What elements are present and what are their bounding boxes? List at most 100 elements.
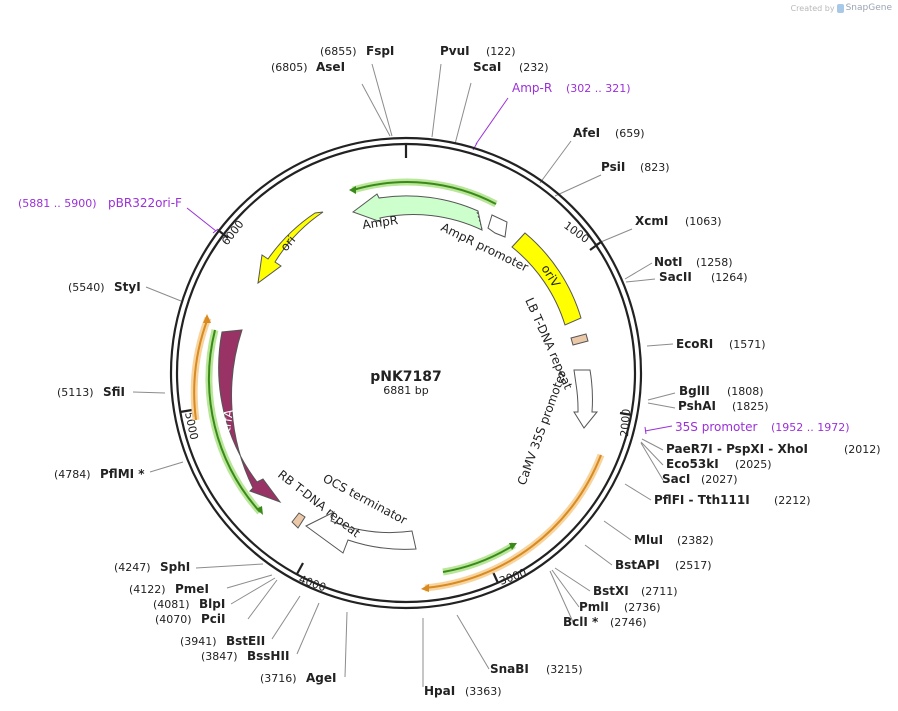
site-name-pflfi-tth111i: PflFI - Tth111I (654, 493, 750, 507)
site-pos-sacii: (1264) (711, 271, 748, 284)
site-pos-asei: (6805) (271, 61, 308, 74)
tick-label-2000: 2000 (618, 408, 633, 437)
feature-arrows (218, 193, 599, 554)
primer-range-amp-r: (302 .. 321) (566, 82, 631, 95)
orf-arrowheads (203, 186, 517, 592)
site-name-paer7i-pspxi-xhoi: PaeR7I - PspXI - XhoI (666, 442, 808, 456)
site-pos-paer7i-pspxi-xhoi: (2012) (844, 443, 881, 456)
primer-range-35s: (1952 .. 1972) (771, 421, 850, 434)
credit-prefix: Created by (790, 3, 835, 13)
trfa-feature-arrow (218, 329, 282, 504)
lb-repeat-feature (570, 333, 589, 346)
site-pos-eco53ki: (2025) (735, 458, 772, 471)
site-name-fspi: FspI (366, 44, 394, 58)
site-name-ecori: EcoRI (676, 337, 713, 351)
site-name-sfii: SfiI (103, 385, 125, 399)
site-pos-blpi: (4081) (153, 598, 190, 611)
site-pos-pcii: (4070) (155, 613, 192, 626)
site-name-psii: PsiI (601, 160, 625, 174)
primer-name-amp-r: Amp-R (512, 81, 552, 95)
ampr-promoter-arrow (487, 214, 508, 238)
site-pos-agei: (3716) (260, 672, 297, 685)
site-pos-pvui: (122) (486, 45, 516, 58)
site-pos-hpai: (3363) (465, 685, 502, 698)
tick-marks (179, 144, 633, 584)
site-name-bglii: BglII (679, 384, 710, 398)
site-pos-pmli: (2736) (624, 601, 661, 614)
credit-brand: SnapGene (845, 3, 892, 13)
site-pos-pshai: (1825) (732, 400, 769, 413)
site-pos-psii: (823) (640, 161, 670, 174)
restriction-site-labels: (6855) FspI (6805) AseI PvuI (122) ScaI … (54, 44, 881, 698)
site-pos-pflfi-tth111i: (2212) (774, 494, 811, 507)
site-pos-saci: (2027) (701, 473, 738, 486)
oriv-feature-arrow (511, 232, 582, 326)
site-pos-styi: (5540) (68, 281, 105, 294)
site-pos-snabi: (3215) (546, 663, 583, 676)
site-name-pvui: PvuI (440, 44, 470, 58)
plasmid-name: pNK7187 (370, 369, 442, 385)
site-name-agei: AgeI (306, 671, 336, 685)
site-leader-lines (132, 63, 676, 687)
site-pos-ecori: (1571) (729, 338, 766, 351)
primer-name-35s: 35S promoter (675, 420, 757, 434)
feature-label-ampr: AmpR (361, 213, 398, 232)
site-name-pcii: PciI (201, 612, 226, 626)
center-title: pNK7187 6881 bp (370, 369, 442, 397)
site-pos-noti: (1258) (696, 256, 733, 269)
site-name-bsteii: BstEII (226, 634, 265, 648)
site-name-bstapi: BstAPI (615, 558, 660, 572)
site-pos-bstapi: (2517) (675, 559, 712, 572)
ocs-terminator-arrow (305, 511, 417, 554)
primer-range-pbr322: (5881 .. 5900) (18, 197, 97, 210)
site-name-pflmi: PflMI * (100, 467, 145, 481)
site-pos-xcmi: (1063) (685, 215, 722, 228)
site-name-bsshii: BssHII (247, 649, 289, 663)
site-pos-pmei: (4122) (129, 583, 166, 596)
site-name-afei: AfeI (573, 126, 600, 140)
site-name-bstxi: BstXI (593, 584, 629, 598)
site-name-sacii: SacII (659, 270, 692, 284)
site-pos-bstxi: (2711) (641, 585, 678, 598)
site-name-styi: StyI (114, 280, 141, 294)
site-pos-bsteii: (3941) (180, 635, 217, 648)
site-name-blpi: BlpI (199, 597, 225, 611)
camv-35s-promoter-arrow (573, 369, 599, 429)
rb-repeat-feature (291, 512, 306, 529)
primer-labels: Amp-R (302 .. 321) (5881 .. 5900) pBR322… (18, 81, 850, 434)
tick-label-4000: 4000 (297, 573, 328, 595)
site-pos-fspi: (6855) (320, 45, 357, 58)
ori-feature-arrow (257, 211, 324, 285)
snapgene-logo-icon (836, 3, 844, 13)
snapgene-credit: Created by SnapGene (791, 3, 892, 13)
site-pos-bsshii: (3847) (201, 650, 238, 663)
site-pos-scai: (232) (519, 61, 549, 74)
tick-label-3000: 3000 (498, 566, 529, 588)
site-name-xcmi: XcmI (635, 214, 668, 228)
site-pos-sfii: (5113) (57, 386, 94, 399)
site-pos-bglii: (1808) (727, 385, 764, 398)
site-name-pshai: PshAI (678, 399, 716, 413)
site-pos-afei: (659) (615, 127, 645, 140)
feature-label-35s: CaMV 35S promoter (515, 369, 569, 487)
feature-label-trfa: trfA (219, 408, 236, 433)
site-name-mlui: MluI (634, 533, 663, 547)
site-pos-pflmi: (4784) (54, 468, 91, 481)
site-pos-bcli: (2746) (610, 616, 647, 629)
primer-markers (186, 97, 673, 435)
site-name-pmei: PmeI (175, 582, 209, 596)
site-name-asei: AseI (316, 60, 345, 74)
plasmid-size: 6881 bp (383, 384, 428, 397)
primer-name-pbr322: pBR322ori-F (108, 196, 182, 210)
site-name-noti: NotI (654, 255, 683, 269)
site-name-saci: SacI (662, 472, 690, 486)
site-pos-sphi: (4247) (114, 561, 151, 574)
site-name-snabi: SnaBI (490, 662, 529, 676)
orf-highlights (190, 178, 605, 592)
site-name-bcli: BclI * (563, 615, 599, 629)
site-name-hpai: HpaI (424, 684, 455, 698)
site-name-eco53ki: Eco53kI (666, 457, 719, 471)
site-name-pmli: PmlI (579, 600, 609, 614)
site-pos-mlui: (2382) (677, 534, 714, 547)
